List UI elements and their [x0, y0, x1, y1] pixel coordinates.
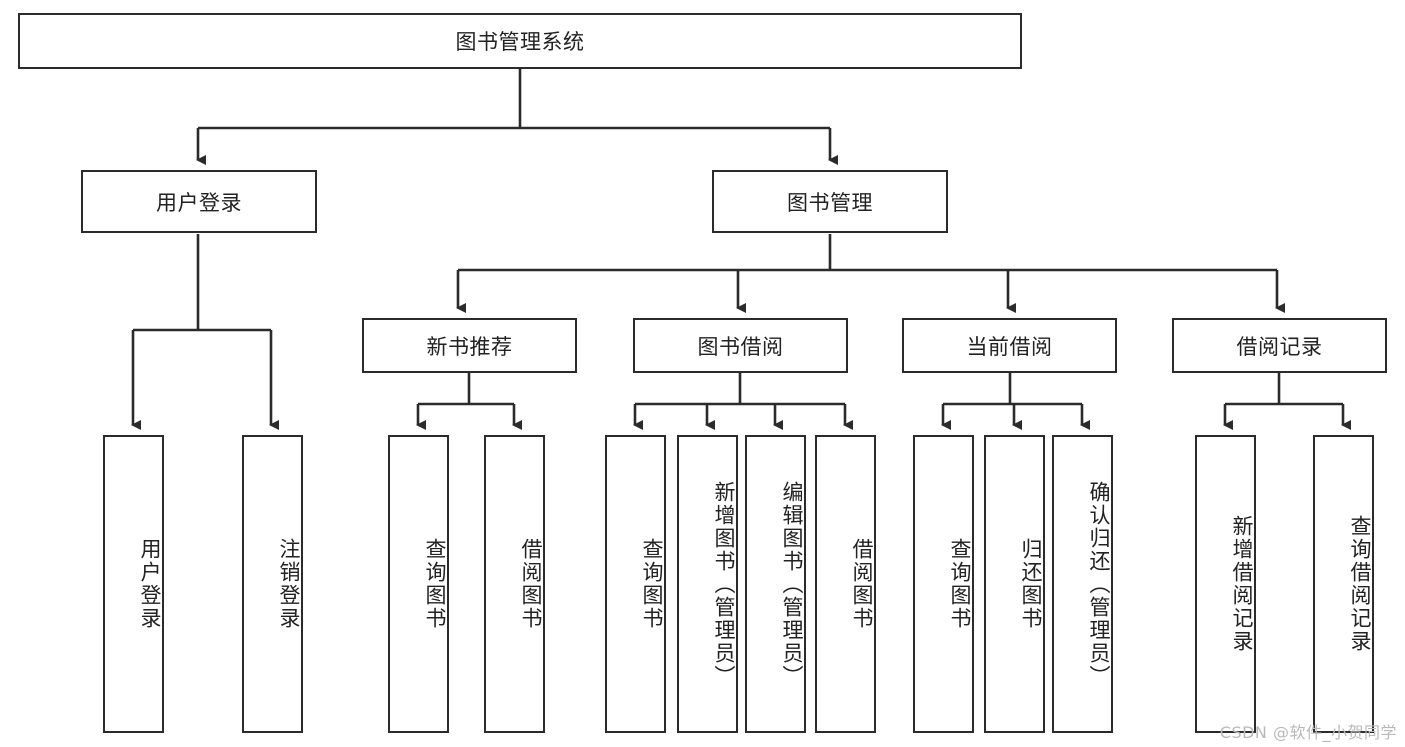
node-label: 新书推荐: [426, 334, 513, 359]
node-label: 借阅记录: [1236, 334, 1323, 359]
leaf-borrow-record-query[interactable]: 查询借阅记录: [1313, 435, 1374, 733]
node-label: 图书借阅: [697, 334, 784, 359]
node-label: 当前借阅: [966, 334, 1053, 359]
node-label: 归还图书: [1019, 538, 1043, 630]
leaf-user-login-logout[interactable]: 注销登录: [242, 435, 303, 733]
node-label: 用户登录: [138, 538, 162, 630]
node-user-login[interactable]: 用户登录: [81, 170, 317, 233]
leaf-book-borrow-edit[interactable]: 编辑图书（管理员）: [745, 435, 806, 733]
node-root-book-management-system[interactable]: 图书管理系统: [18, 13, 1022, 69]
leaf-borrow-record-add[interactable]: 新增借阅记录: [1195, 435, 1256, 733]
node-borrow-record[interactable]: 借阅记录: [1172, 318, 1387, 373]
node-label: 用户登录: [156, 190, 242, 215]
leaf-new-book-query[interactable]: 查询图书: [388, 435, 449, 733]
node-label: 借阅图书: [850, 538, 874, 630]
node-label: 新增借阅记录: [1230, 515, 1254, 653]
csdn-watermark: CSDN @软件_小贺同学: [1219, 723, 1397, 742]
node-label: 确认归还（管理员）: [1087, 480, 1111, 688]
node-book-management[interactable]: 图书管理: [712, 170, 948, 233]
leaf-current-borrow-confirm-return[interactable]: 确认归还（管理员）: [1052, 435, 1113, 733]
node-current-borrow[interactable]: 当前借阅: [902, 318, 1117, 373]
node-label: 查询借阅记录: [1348, 515, 1372, 653]
node-book-borrow[interactable]: 图书借阅: [633, 318, 848, 373]
node-label: 借阅图书: [519, 538, 543, 630]
leaf-book-borrow-query[interactable]: 查询图书: [605, 435, 666, 733]
leaf-book-borrow-add[interactable]: 新增图书（管理员）: [677, 435, 738, 733]
node-label: 图书管理: [787, 190, 873, 215]
node-label: 查询图书: [640, 538, 664, 630]
node-label: 注销登录: [277, 538, 301, 630]
node-label: 查询图书: [423, 538, 447, 630]
node-label: 编辑图书（管理员）: [780, 480, 804, 688]
leaf-new-book-borrow[interactable]: 借阅图书: [484, 435, 545, 733]
leaf-current-borrow-query[interactable]: 查询图书: [913, 435, 974, 733]
node-new-book-recommend[interactable]: 新书推荐: [362, 318, 577, 373]
node-label: 图书管理系统: [455, 30, 585, 54]
node-label: 查询图书: [948, 538, 972, 630]
node-label: 新增图书（管理员）: [712, 480, 736, 688]
leaf-user-login-login[interactable]: 用户登录: [103, 435, 164, 733]
leaf-book-borrow-borrow[interactable]: 借阅图书: [815, 435, 876, 733]
leaf-current-borrow-return[interactable]: 归还图书: [984, 435, 1045, 733]
